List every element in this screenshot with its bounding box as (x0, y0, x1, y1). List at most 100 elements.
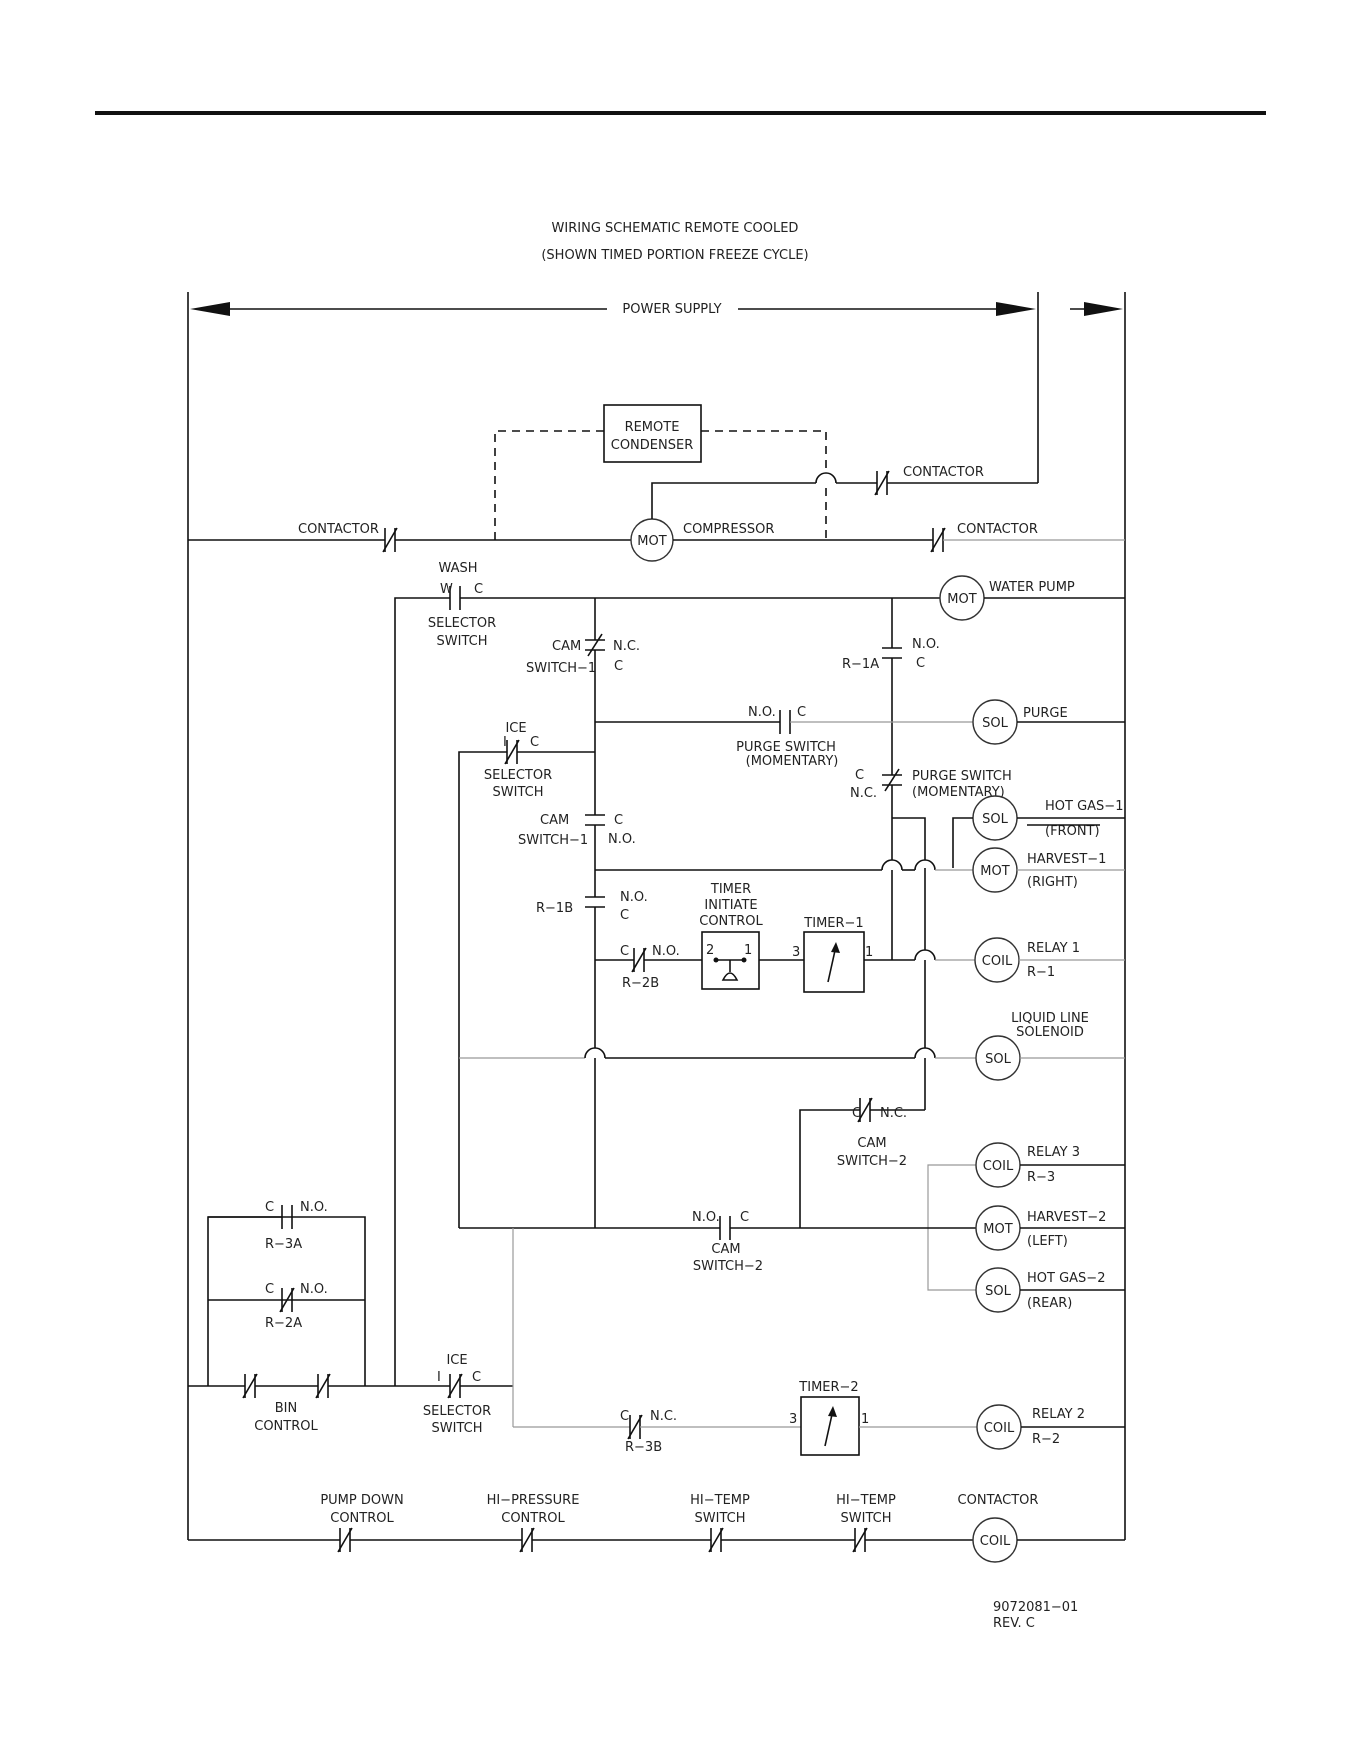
svg-text:SWITCH−1: SWITCH−1 (526, 661, 596, 676)
relay-1a-branch: N.O. C R−1A C N.C. PURGE SWITCH (MOMENTA… (842, 598, 1012, 960)
svg-text:SWITCH: SWITCH (437, 634, 488, 649)
svg-text:TIMER−1: TIMER−1 (803, 916, 863, 931)
svg-text:N.C.: N.C. (613, 639, 640, 654)
svg-text:(REAR): (REAR) (1027, 1296, 1072, 1311)
svg-text:R−1B: R−1B (536, 901, 573, 916)
svg-text:CONTROL: CONTROL (330, 1511, 394, 1526)
svg-text:CONTACTOR: CONTACTOR (903, 465, 984, 480)
svg-text:2: 2 (706, 943, 714, 958)
svg-text:C: C (620, 944, 629, 959)
svg-text:HARVEST−1: HARVEST−1 (1027, 852, 1106, 867)
svg-text:I: I (437, 1370, 441, 1385)
svg-text:I: I (503, 735, 507, 750)
svg-text:1: 1 (861, 1412, 869, 1427)
svg-text:MOT: MOT (980, 864, 1009, 879)
svg-text:PUMP DOWN: PUMP DOWN (320, 1493, 403, 1508)
revision: REV. C (993, 1616, 1035, 1631)
svg-text:SWITCH−1: SWITCH−1 (518, 833, 588, 848)
diagram-subtitle: (SHOWN TIMED PORTION FREEZE CYCLE) (541, 248, 808, 263)
svg-text:3: 3 (792, 945, 800, 960)
svg-text:WATER PUMP: WATER PUMP (989, 580, 1075, 595)
svg-text:C: C (614, 659, 623, 674)
svg-text:R−2A: R−2A (265, 1316, 302, 1331)
svg-text:SELECTOR: SELECTOR (428, 616, 496, 631)
svg-text:C: C (620, 1409, 629, 1424)
svg-text:C: C (916, 656, 925, 671)
svg-text:SWITCH−2: SWITCH−2 (693, 1259, 763, 1274)
svg-text:CAM: CAM (857, 1136, 886, 1151)
svg-text:R−2B: R−2B (622, 976, 659, 991)
svg-text:R−1A: R−1A (842, 657, 879, 672)
svg-text:(FRONT): (FRONT) (1045, 824, 1100, 839)
svg-text:N.O.: N.O. (620, 890, 648, 905)
svg-text:SELECTOR: SELECTOR (484, 768, 552, 783)
svg-text:SWITCH: SWITCH (432, 1421, 483, 1436)
svg-text:N.O.: N.O. (692, 1210, 720, 1225)
svg-text:SWITCH: SWITCH (493, 785, 544, 800)
svg-text:(MOMENTARY): (MOMENTARY) (746, 754, 839, 769)
svg-text:C: C (855, 768, 864, 783)
svg-text:LIQUID LINE: LIQUID LINE (1011, 1011, 1089, 1026)
wash-circuit: WASH W C SELECTOR SWITCH MOT WATER PUMP (394, 561, 1125, 1386)
svg-text:POWER SUPPLY: POWER SUPPLY (622, 302, 721, 317)
drawing-number: 9072081−01 (993, 1600, 1078, 1615)
svg-text:R−3A: R−3A (265, 1237, 302, 1252)
svg-text:SOL: SOL (985, 1284, 1011, 1299)
svg-text:SWITCH−2: SWITCH−2 (837, 1154, 907, 1169)
svg-text:SOL: SOL (982, 812, 1008, 827)
svg-text:ICE: ICE (505, 721, 526, 736)
svg-text:1: 1 (865, 945, 873, 960)
svg-text:SELECTOR: SELECTOR (423, 1404, 491, 1419)
cam-switch-2-nc: C N.C. CAM SWITCH−2 (799, 1097, 925, 1228)
svg-text:COIL: COIL (980, 1534, 1011, 1549)
svg-text:CAM: CAM (711, 1242, 740, 1257)
svg-text:PURGE SWITCH: PURGE SWITCH (736, 740, 836, 755)
svg-text:RELAY 3: RELAY 3 (1027, 1145, 1080, 1160)
svg-text:1: 1 (744, 943, 752, 958)
svg-text:CAM: CAM (552, 639, 581, 654)
svg-text:(LEFT): (LEFT) (1027, 1234, 1068, 1249)
svg-text:C: C (620, 908, 629, 923)
svg-text:N.O.: N.O. (300, 1282, 328, 1297)
svg-text:(RIGHT): (RIGHT) (1027, 875, 1078, 890)
svg-text:C: C (474, 582, 483, 597)
svg-text:RELAY 2: RELAY 2 (1032, 1407, 1085, 1422)
bin-control-block: C N.O. R−3A C N.O. R−2A BIN CONTROL (188, 1200, 450, 1434)
cam-switch-1-branch: CAM SWITCH−1 N.C. C CAM C SWITCH−1 N.O. … (518, 598, 648, 1228)
svg-text:SOL: SOL (985, 1052, 1011, 1067)
svg-text:R−2: R−2 (1032, 1432, 1060, 1447)
compressor-circuit: CONTACTOR MOT COMPRESSOR CONTACTOR CONTA… (188, 465, 1125, 562)
svg-text:C: C (472, 1370, 481, 1385)
svg-text:C: C (614, 813, 623, 828)
svg-text:(MOMENTARY): (MOMENTARY) (912, 785, 1005, 800)
svg-text:N.C.: N.C. (850, 786, 877, 801)
svg-text:PURGE: PURGE (1023, 706, 1068, 721)
svg-text:HARVEST−2: HARVEST−2 (1027, 1210, 1106, 1225)
svg-text:COIL: COIL (983, 1159, 1014, 1174)
svg-text:CONDENSER: CONDENSER (611, 438, 693, 453)
svg-text:R−3: R−3 (1027, 1170, 1055, 1185)
svg-text:HOT GAS−2: HOT GAS−2 (1027, 1271, 1105, 1286)
svg-text:C: C (797, 705, 806, 720)
svg-text:W: W (440, 582, 453, 597)
svg-text:CONTROL: CONTROL (699, 914, 763, 929)
timer-2-row: ICE I C SELECTOR SWITCH C N.C. R−3B 3 1 … (423, 1228, 1125, 1456)
harvest-1-row: SOL HOT GAS−1 (FRONT) MOT HARVEST−1 (RIG… (595, 795, 1125, 1110)
svg-text:COIL: COIL (984, 1421, 1015, 1436)
svg-text:COMPRESSOR: COMPRESSOR (683, 522, 774, 537)
svg-text:HI−PRESSURE: HI−PRESSURE (487, 1493, 580, 1508)
harvest-2-block: COIL RELAY 3 R−3 N.O. C CAM SWITCH−2 MOT… (459, 1142, 1125, 1313)
svg-text:RELAY 1: RELAY 1 (1027, 941, 1080, 956)
svg-text:COIL: COIL (982, 954, 1013, 969)
svg-text:SWITCH: SWITCH (841, 1511, 892, 1526)
svg-text:INITIATE: INITIATE (704, 898, 757, 913)
diagram-title: WIRING SCHEMATIC REMOTE COOLED (552, 221, 799, 236)
svg-text:C: C (265, 1282, 274, 1297)
svg-text:CONTROL: CONTROL (501, 1511, 565, 1526)
svg-text:N.O.: N.O. (652, 944, 680, 959)
svg-text:CONTACTOR: CONTACTOR (957, 522, 1038, 537)
svg-text:BIN: BIN (275, 1401, 297, 1416)
svg-text:HOT GAS−1: HOT GAS−1 (1045, 799, 1123, 814)
svg-text:N.C.: N.C. (650, 1409, 677, 1424)
